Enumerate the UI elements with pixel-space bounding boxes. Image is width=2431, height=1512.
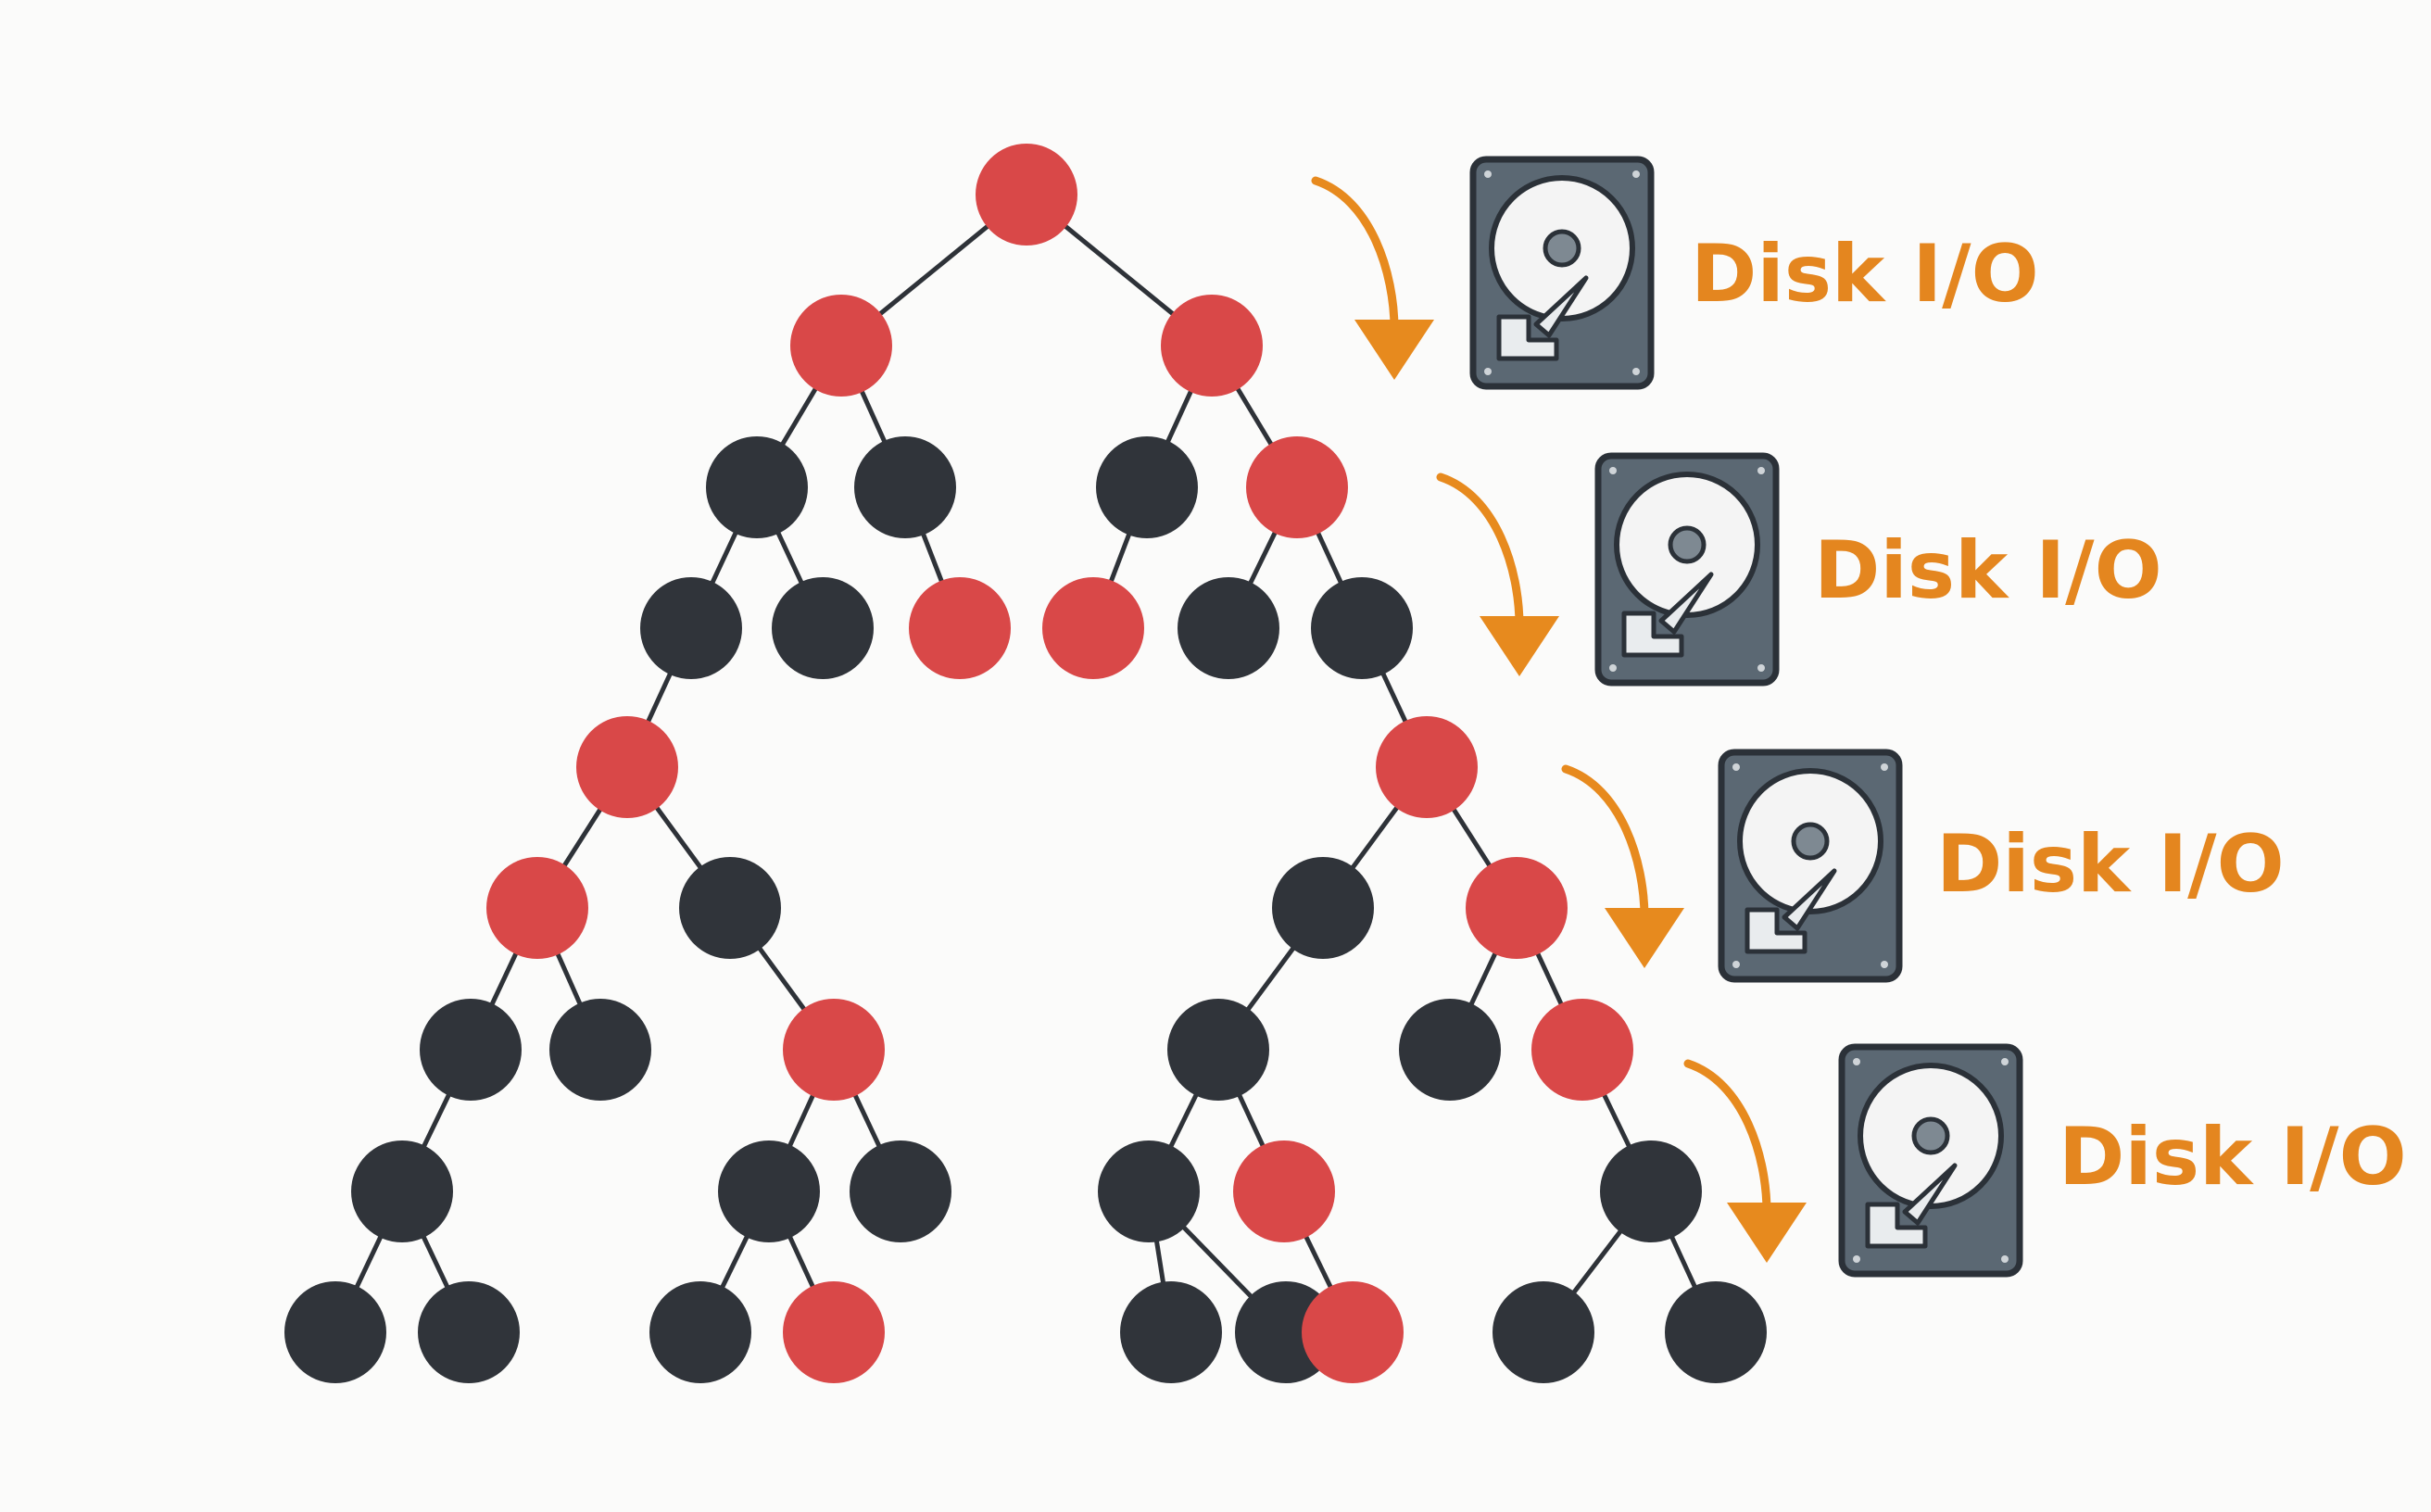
black-node-n8 bbox=[640, 577, 742, 679]
black-node-n26 bbox=[351, 1140, 453, 1242]
screw-icon bbox=[1757, 467, 1765, 474]
hard-drive-icon bbox=[1838, 1043, 2023, 1278]
black-node-n34 bbox=[649, 1281, 751, 1383]
arrow-shaft-1 bbox=[1311, 176, 1399, 334]
arrow-head-4 bbox=[1727, 1203, 1807, 1263]
disk-io-marker-1: Disk I/O bbox=[1311, 156, 2039, 390]
black-node-n31 bbox=[1600, 1140, 1702, 1242]
disk-io-markers: Disk I/O Disk I/O Disk I/O Disk I/O bbox=[1311, 156, 2407, 1278]
red-node-n7 bbox=[1246, 436, 1348, 538]
arrow-shaft-4 bbox=[1683, 1059, 1771, 1216]
screw-icon bbox=[1484, 368, 1492, 375]
read-head-arm-icon bbox=[1902, 1163, 1958, 1226]
red-node-n11 bbox=[1042, 577, 1144, 679]
black-node-n21 bbox=[549, 999, 651, 1101]
disk-io-label: Disk I/O bbox=[2059, 1111, 2407, 1203]
red-node-n16 bbox=[486, 857, 588, 959]
read-head-arm-icon bbox=[1533, 275, 1589, 338]
black-node-n24 bbox=[1399, 999, 1501, 1101]
red-node-n3 bbox=[1161, 295, 1263, 397]
hard-drive-icon bbox=[1594, 452, 1780, 687]
screw-icon bbox=[1881, 961, 1888, 968]
disk-io-label: Disk I/O bbox=[1936, 818, 2285, 911]
platter-hub-icon bbox=[1911, 1116, 1950, 1155]
red-node-n35 bbox=[783, 1281, 885, 1383]
black-node-n40 bbox=[1665, 1281, 1767, 1383]
platter-hub-icon bbox=[1668, 525, 1707, 564]
screw-icon bbox=[1609, 467, 1617, 474]
red-node-n10 bbox=[909, 577, 1011, 679]
actuator-icon bbox=[1865, 1202, 1928, 1249]
arrow-shaft-2 bbox=[1436, 472, 1524, 630]
disk-io-marker-2: Disk I/O bbox=[1436, 452, 2162, 687]
black-node-n36 bbox=[1120, 1281, 1222, 1383]
red-node-n30 bbox=[1233, 1140, 1335, 1242]
disk-io-label: Disk I/O bbox=[1814, 524, 2162, 617]
screw-icon bbox=[1757, 664, 1765, 672]
red-node-n15 bbox=[1376, 716, 1478, 818]
screw-icon bbox=[1484, 170, 1492, 178]
black-node-n6 bbox=[1096, 436, 1198, 538]
red-node-n2 bbox=[790, 295, 892, 397]
red-node-n38 bbox=[1302, 1281, 1404, 1383]
red-node-n25 bbox=[1531, 999, 1633, 1101]
screw-icon bbox=[1853, 1058, 1860, 1065]
black-node-n20 bbox=[420, 999, 522, 1101]
actuator-icon bbox=[1621, 611, 1684, 658]
black-node-n23 bbox=[1167, 999, 1269, 1101]
read-head-arm-icon bbox=[1782, 868, 1837, 931]
black-node-n4 bbox=[706, 436, 808, 538]
black-node-n9 bbox=[772, 577, 874, 679]
platter-hub-icon bbox=[1791, 822, 1830, 861]
disk-io-label: Disk I/O bbox=[1691, 228, 2039, 321]
tree-nodes bbox=[284, 144, 1767, 1383]
black-node-n39 bbox=[1493, 1281, 1594, 1383]
red-node-n1 bbox=[976, 144, 1077, 246]
red-node-n19 bbox=[1466, 857, 1568, 959]
screw-icon bbox=[1632, 170, 1640, 178]
disk-io-marker-3: Disk I/O bbox=[1561, 749, 2285, 983]
black-node-n18 bbox=[1272, 857, 1374, 959]
screw-icon bbox=[1853, 1255, 1860, 1263]
read-head-arm-icon bbox=[1658, 572, 1714, 635]
black-node-n32 bbox=[284, 1281, 386, 1383]
screw-icon bbox=[2001, 1058, 2009, 1065]
black-node-n12 bbox=[1178, 577, 1279, 679]
black-node-n13 bbox=[1311, 577, 1413, 679]
black-node-n5 bbox=[854, 436, 956, 538]
arrow-head-3 bbox=[1605, 908, 1684, 968]
platter-hub-icon bbox=[1543, 229, 1581, 268]
black-node-n28 bbox=[850, 1140, 951, 1242]
screw-icon bbox=[1732, 961, 1740, 968]
screw-icon bbox=[1609, 664, 1617, 672]
red-node-n14 bbox=[576, 716, 678, 818]
black-node-n29 bbox=[1098, 1140, 1200, 1242]
arrow-shaft-3 bbox=[1561, 764, 1649, 922]
arrow-head-2 bbox=[1480, 616, 1559, 676]
disk-io-marker-4: Disk I/O bbox=[1683, 1043, 2407, 1278]
screw-icon bbox=[2001, 1255, 2009, 1263]
black-node-n33 bbox=[418, 1281, 520, 1383]
hard-drive-icon bbox=[1469, 156, 1655, 390]
hard-drive-icon bbox=[1718, 749, 1903, 983]
actuator-icon bbox=[1745, 907, 1808, 954]
arrow-head-1 bbox=[1354, 320, 1434, 380]
screw-icon bbox=[1632, 368, 1640, 375]
black-node-n27 bbox=[718, 1140, 820, 1242]
red-node-n22 bbox=[783, 999, 885, 1101]
black-node-n17 bbox=[679, 857, 781, 959]
actuator-icon bbox=[1496, 314, 1559, 361]
screw-icon bbox=[1881, 763, 1888, 771]
screw-icon bbox=[1732, 763, 1740, 771]
